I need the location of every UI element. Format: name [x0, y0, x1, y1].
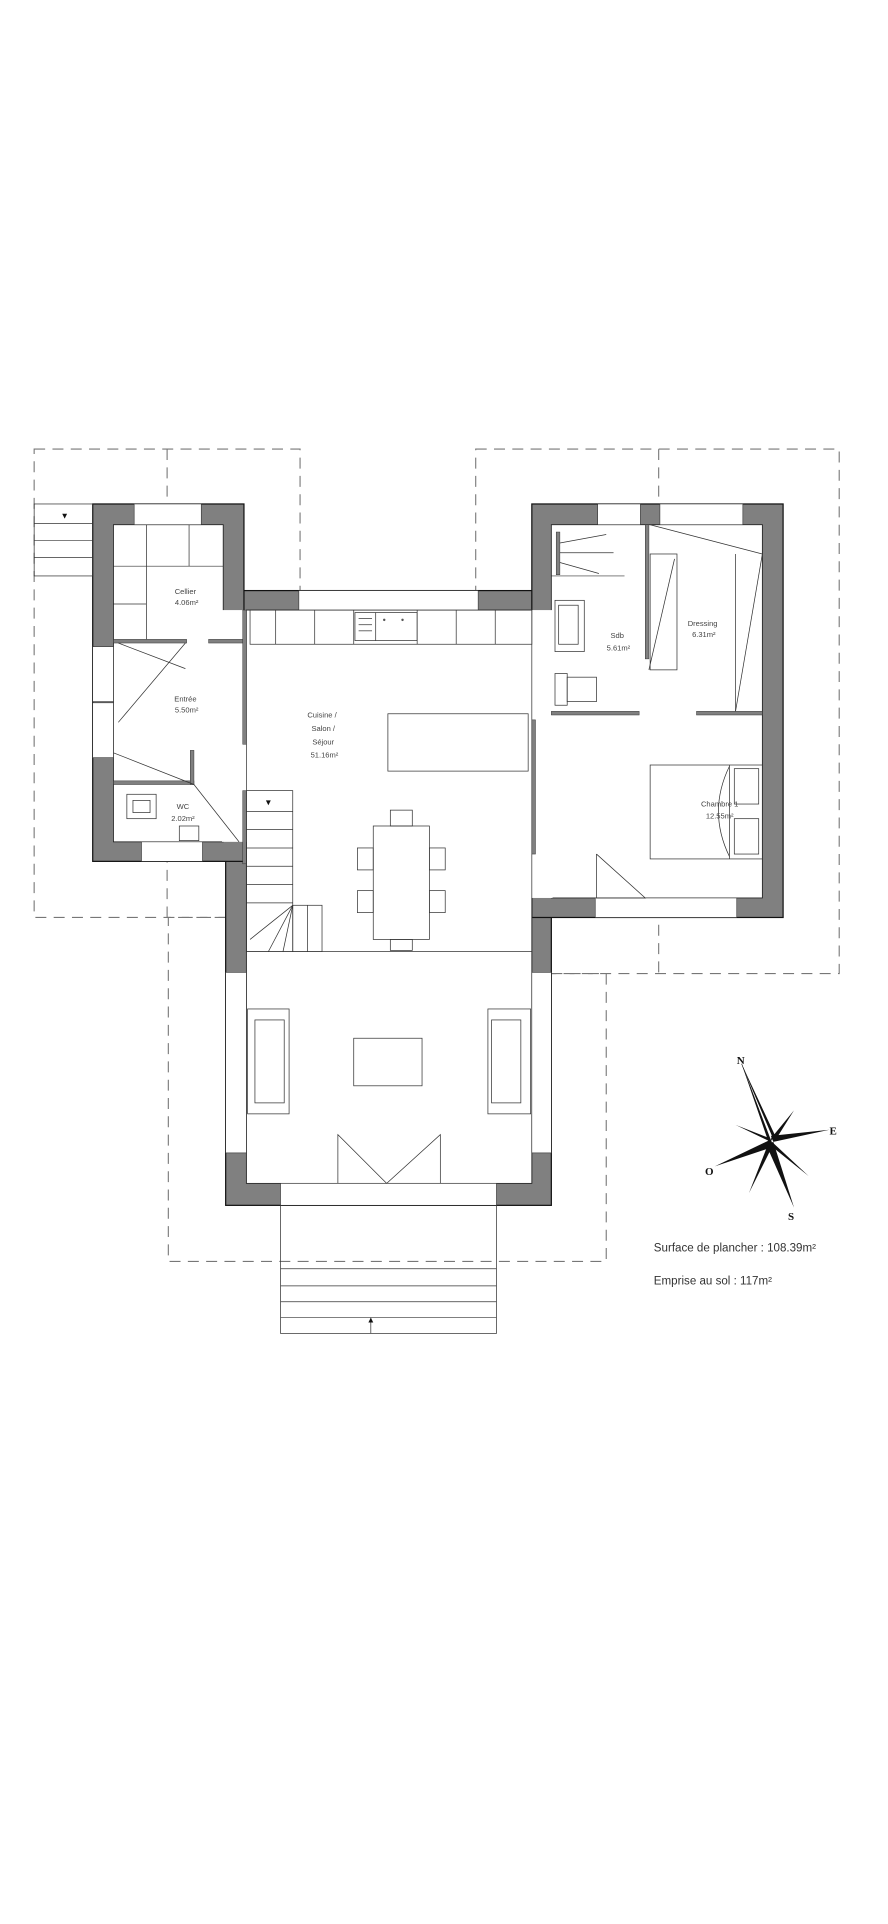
area-sejour: 51.16m²: [311, 751, 339, 760]
label-sdb: Sdb: [610, 631, 623, 640]
emprise-sol: Emprise au sol : 117m²: [654, 1276, 772, 1288]
coffee-table: [353, 1037, 423, 1087]
front-steps: [280, 1204, 497, 1334]
side-steps: [33, 503, 94, 577]
sofa-left: [247, 1008, 290, 1115]
label-sejour-1: Cuisine /: [307, 710, 337, 719]
area-chambre1: 12.55m²: [706, 812, 734, 821]
label-dressing: Dressing: [688, 619, 718, 628]
surface-plancher: Surface de plancher : 108.39m²: [654, 1243, 816, 1255]
label-sejour-2: Salon /: [311, 724, 335, 733]
compass-s: S: [788, 1211, 794, 1223]
furniture: [113, 524, 763, 1184]
windows: [92, 503, 744, 1206]
label-wc: WC: [177, 802, 190, 811]
label-chambre1: Chambre 1: [701, 799, 738, 808]
sofa-right: [487, 1008, 531, 1115]
label-entree: Entrée: [174, 695, 196, 704]
room-labels: Cellier 4.06m² Entrée 5.50m² WC 2.02m² C…: [171, 587, 738, 823]
label-cellier: Cellier: [175, 587, 197, 596]
compass-rose-icon: N E O S: [705, 1055, 837, 1223]
bed: [649, 764, 763, 860]
interior-stairs: [246, 790, 532, 952]
area-dressing: 6.31m²: [692, 630, 716, 639]
kitchen-island: [387, 713, 529, 772]
compass-e: E: [829, 1126, 836, 1138]
compass-n: N: [737, 1055, 745, 1067]
area-sdb: 5.61m²: [607, 643, 631, 652]
walls: [92, 503, 784, 1206]
area-cellier: 4.06m²: [175, 598, 199, 607]
label-sejour-3: Séjour: [312, 737, 334, 746]
area-entree: 5.50m²: [175, 706, 199, 715]
area-wc: 2.02m²: [171, 814, 195, 823]
compass-o: O: [705, 1166, 714, 1178]
